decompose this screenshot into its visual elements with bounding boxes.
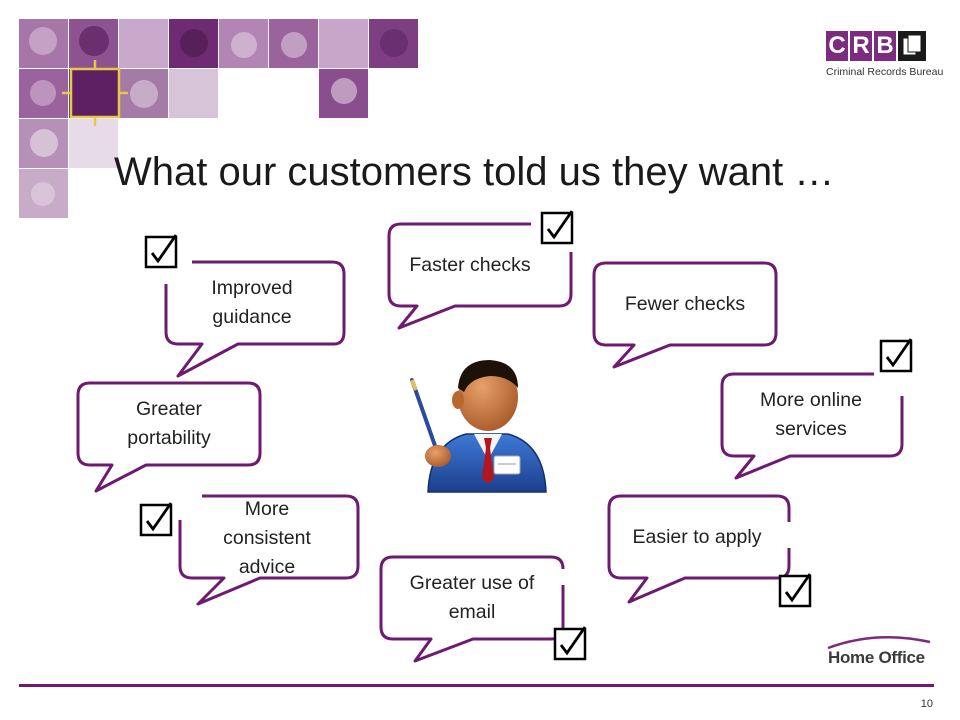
- crb-letter-b: B: [874, 31, 896, 61]
- home-office-logo: Home Office: [826, 634, 934, 674]
- speech-bubble-greater-use-of-email: Greater use of email: [377, 553, 572, 669]
- speech-bubble-more-consistent-advice: More consistent advice: [174, 492, 369, 608]
- bubble-label: More online services: [760, 389, 862, 440]
- checkbox-checked-icon: [879, 337, 915, 373]
- footer-divider: [19, 684, 934, 687]
- page-number: 10: [920, 698, 933, 710]
- speech-bubble-greater-portability: Greater portability: [74, 379, 269, 495]
- bubble-label: More consistent advice: [223, 497, 311, 578]
- speech-bubble-easier-to-apply: Easier to apply: [605, 492, 800, 608]
- checkbox-checked-icon: [139, 501, 175, 537]
- checkbox-checked-icon: [778, 572, 814, 608]
- bubble-label: Greater portability: [127, 398, 211, 449]
- page-title: What our customers told us they want …: [114, 150, 835, 194]
- bubble-label: Easier to apply: [632, 525, 762, 548]
- document-icon: [898, 31, 926, 61]
- crb-subtitle: Criminal Records Bureau: [826, 66, 944, 78]
- checkbox-checked-icon: [540, 209, 576, 245]
- speech-bubble-more-online-services: More online services: [718, 370, 913, 482]
- bubble-label: Fewer checks: [624, 292, 746, 315]
- crb-letter-r: R: [850, 31, 872, 61]
- crb-letter-c: C: [826, 31, 848, 61]
- speech-bubble-fewer-checks: Fewer checks: [590, 259, 780, 371]
- home-office-logo-text: Home Office: [828, 648, 925, 667]
- bubble-label: Faster checks: [409, 253, 531, 276]
- checkbox-checked-icon: [553, 625, 589, 661]
- photo-mosaic: [19, 19, 419, 220]
- bubble-label: Improved guidance: [211, 277, 293, 328]
- businessman-icon: [408, 352, 560, 494]
- crb-logo: C R B Criminal Records Bureau: [826, 31, 943, 79]
- speech-bubble-faster-checks: Faster checks: [385, 220, 580, 332]
- checkbox-checked-icon: [144, 233, 180, 269]
- speech-bubble-improved-guidance: Improved guidance: [160, 258, 350, 398]
- focus-reticle-icon: [62, 60, 128, 126]
- bubble-label: Greater use of email: [409, 572, 535, 623]
